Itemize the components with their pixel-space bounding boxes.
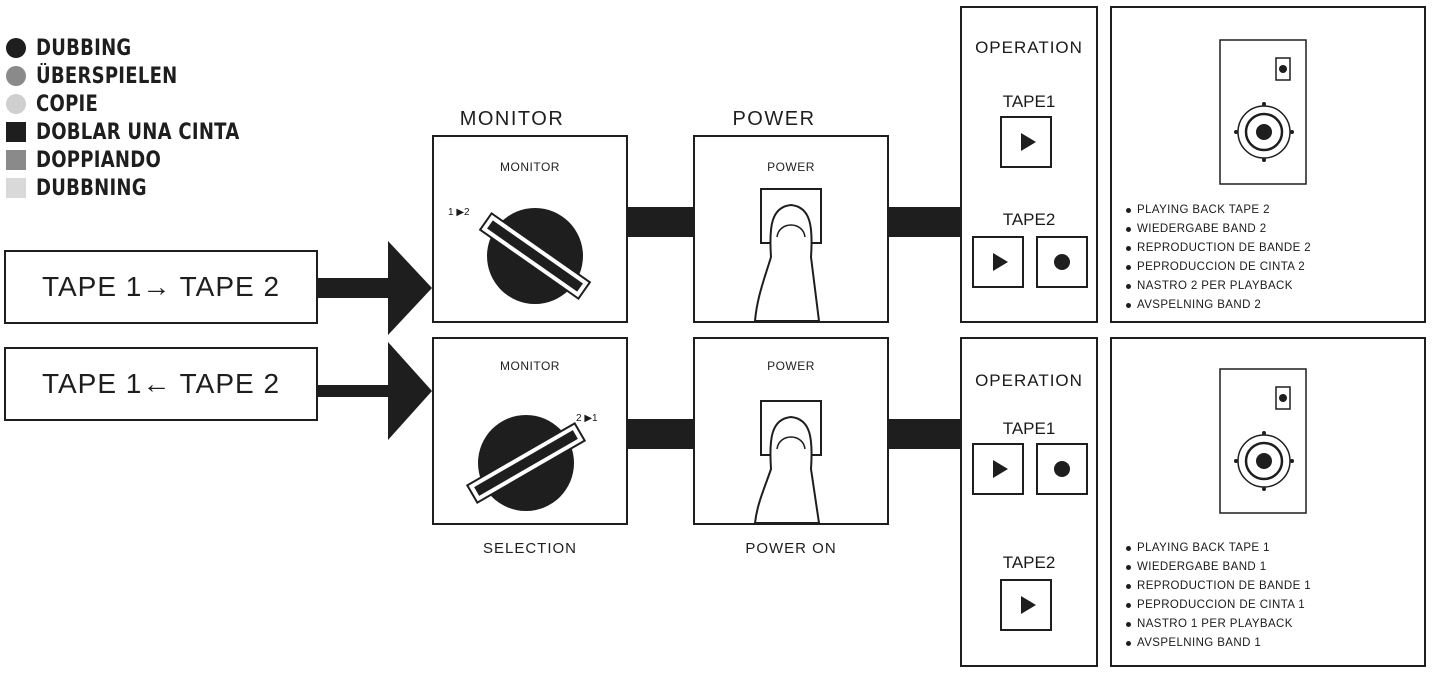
power-on-caption: POWER ON bbox=[745, 540, 837, 557]
play-icon bbox=[1020, 133, 1036, 151]
bullet-icon bbox=[1126, 303, 1131, 308]
bullet-icon bbox=[1126, 265, 1131, 270]
result-panel-2: PLAYING BACK TAPE 1 WIEDERGABE BAND 1 RE… bbox=[1110, 337, 1426, 667]
bullet-icon bbox=[1126, 565, 1131, 570]
result-list: PLAYING BACK TAPE 2 WIEDERGABE BAND 2 RE… bbox=[1126, 201, 1311, 315]
dial-position-label: 2 ▶1 bbox=[576, 413, 598, 424]
result-item: WIEDERGABE BAND 1 bbox=[1126, 558, 1311, 577]
result-item: AVSPELNING BAND 2 bbox=[1126, 296, 1311, 315]
legend-label: DOBLAR UNA CINTA bbox=[36, 119, 240, 145]
power-panel-label: POWER bbox=[767, 160, 815, 174]
bullet-icon bbox=[1126, 246, 1131, 251]
monitor-panel-label: MONITOR bbox=[500, 359, 560, 373]
result-item: NASTRO 1 PER PLAYBACK bbox=[1126, 615, 1311, 634]
power-panel-label: POWER bbox=[767, 359, 815, 373]
operation-title: OPERATION bbox=[975, 38, 1083, 57]
connector-bar bbox=[627, 207, 693, 237]
result-item: PLAYING BACK TAPE 2 bbox=[1126, 201, 1311, 220]
tape1-label: TAPE1 bbox=[1002, 419, 1056, 438]
monitor-panel-2: MONITOR 2 ▶1 bbox=[432, 337, 628, 525]
monitor-dial-icon bbox=[465, 415, 587, 511]
legend-item-dubbning: DUBBNING bbox=[6, 173, 171, 203]
bullet-icon bbox=[1126, 641, 1131, 646]
bullet-icon bbox=[1126, 208, 1131, 213]
operation-panel-1: OPERATION TAPE1 TAPE2 bbox=[960, 6, 1098, 323]
tape1-play-button bbox=[972, 443, 1024, 495]
legend-item-dubbing: DUBBING bbox=[6, 33, 152, 63]
legend-label: ÜBERSPIELEN bbox=[36, 63, 178, 89]
result-panel-1: PLAYING BACK TAPE 2 WIEDERGABE BAND 2 RE… bbox=[1110, 6, 1426, 323]
tape1-play-button bbox=[1000, 116, 1052, 168]
result-item: PEPRODUCCION DE CINTA 2 bbox=[1126, 258, 1311, 277]
tape1-label: TAPE1 bbox=[1002, 92, 1056, 111]
legend-label: DUBBNING bbox=[36, 175, 147, 201]
power-panel-2: POWER bbox=[693, 337, 889, 525]
record-icon bbox=[1054, 254, 1070, 270]
legend-label: COPIE bbox=[36, 91, 99, 117]
result-item: AVSPELNING BAND 1 bbox=[1126, 634, 1311, 653]
tape2-record-button bbox=[1036, 236, 1088, 288]
legend-label: DUBBING bbox=[36, 35, 132, 61]
legend-marker-icon bbox=[6, 150, 26, 170]
legend-marker-icon bbox=[6, 178, 26, 198]
tape2-label: TAPE2 bbox=[1002, 553, 1056, 572]
arrow-icon bbox=[318, 241, 432, 335]
play-icon bbox=[992, 253, 1008, 271]
tape-direction-label: TAPE 1→ TAPE 2 bbox=[41, 271, 281, 302]
play-icon bbox=[992, 460, 1008, 478]
dial-position-label: 1 ▶2 bbox=[448, 207, 470, 218]
legend-marker-icon bbox=[6, 38, 26, 58]
result-item: REPRODUCTION DE BANDE 1 bbox=[1126, 577, 1311, 596]
finger-press-icon bbox=[753, 400, 822, 523]
legend-item-copie: COPIE bbox=[6, 89, 112, 119]
tape-direction-box-1: TAPE 1→ TAPE 2 bbox=[4, 250, 318, 324]
bullet-icon bbox=[1126, 584, 1131, 589]
monitor-dial-icon bbox=[478, 208, 592, 304]
legend-marker-icon bbox=[6, 122, 26, 142]
tape2-play-button bbox=[1000, 579, 1052, 631]
tape-deck-icon bbox=[1219, 368, 1307, 514]
tape2-label: TAPE2 bbox=[1002, 210, 1056, 229]
result-item: PLAYING BACK TAPE 1 bbox=[1126, 539, 1311, 558]
connector-bar bbox=[888, 207, 960, 237]
legend-item-doblar: DOBLAR UNA CINTA bbox=[6, 117, 284, 147]
bullet-icon bbox=[1126, 622, 1131, 627]
connector-bar bbox=[627, 419, 693, 449]
result-item: NASTRO 2 PER PLAYBACK bbox=[1126, 277, 1311, 296]
monitor-heading: MONITOR bbox=[459, 108, 565, 130]
power-panel-1: POWER bbox=[693, 135, 889, 323]
monitor-panel-1: MONITOR 1 ▶2 bbox=[432, 135, 628, 323]
bullet-icon bbox=[1126, 227, 1131, 232]
result-item: WIEDERGABE BAND 2 bbox=[1126, 220, 1311, 239]
tape-direction-label: TAPE 1← TAPE 2 bbox=[41, 368, 281, 399]
tape2-play-button bbox=[972, 236, 1024, 288]
bullet-icon bbox=[1126, 284, 1131, 289]
result-list: PLAYING BACK TAPE 1 WIEDERGABE BAND 1 RE… bbox=[1126, 539, 1311, 653]
legend-marker-icon bbox=[6, 66, 26, 86]
selection-caption: SELECTION bbox=[482, 540, 578, 557]
tape-deck-icon bbox=[1219, 39, 1307, 185]
bullet-icon bbox=[1126, 546, 1131, 551]
legend-item-uberspielen: ÜBERSPIELEN bbox=[6, 61, 209, 91]
play-icon bbox=[1020, 596, 1036, 614]
bullet-icon bbox=[1126, 603, 1131, 608]
result-item: PEPRODUCCION DE CINTA 1 bbox=[1126, 596, 1311, 615]
tape1-record-button bbox=[1036, 443, 1088, 495]
tape-direction-box-2: TAPE 1← TAPE 2 bbox=[4, 347, 318, 421]
monitor-panel-label: MONITOR bbox=[500, 160, 560, 174]
operation-title: OPERATION bbox=[975, 371, 1083, 390]
operation-panel-2: OPERATION TAPE1 TAPE2 bbox=[960, 337, 1098, 667]
power-heading: POWER bbox=[732, 108, 816, 130]
connector-bar bbox=[888, 419, 960, 449]
legend-item-doppiando: DOPPIANDO bbox=[6, 145, 189, 175]
record-icon bbox=[1054, 461, 1070, 477]
finger-press-icon bbox=[753, 188, 822, 321]
arrow-icon bbox=[318, 342, 432, 440]
result-item: REPRODUCTION DE BANDE 2 bbox=[1126, 239, 1311, 258]
legend-label: DOPPIANDO bbox=[36, 147, 162, 173]
legend-marker-icon bbox=[6, 94, 26, 114]
